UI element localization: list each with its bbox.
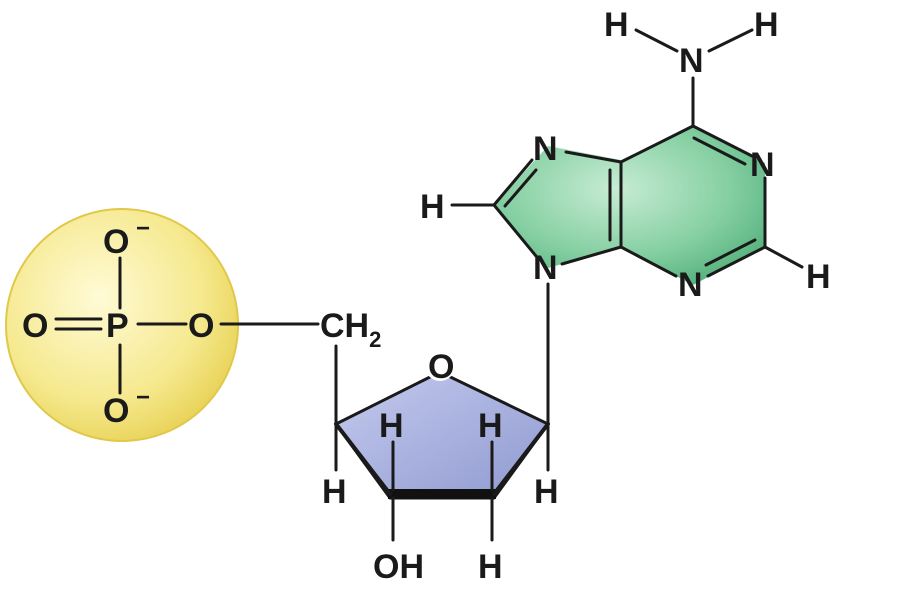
ring-o-bg [425,351,455,381]
bond-c2-n3-double [704,238,757,267]
bond-n-h-right [707,28,754,53]
base-h8: H [420,188,445,226]
bond-c6-n1-double [692,136,747,166]
phosphate-o-bottom-charge: − [136,384,150,411]
bond-c2-h [763,245,804,269]
phosphate-o-top-charge: − [136,215,150,242]
sugar-h-c1-down: H [534,473,559,511]
sugar-oh: OH [373,548,424,586]
sugar-ring-o: O [428,348,454,386]
phosphate-o-left: O [22,307,48,345]
sugar-h-c4-down: H [322,473,347,511]
bond-c5-c6 [619,124,695,164]
sugar-front-edge-left [334,422,392,496]
bond-c6-n1 [691,124,754,158]
sugar-h-c2-down: H [478,548,503,586]
bond-c2-n3 [706,245,767,278]
phosphate-o-right: O [188,307,214,345]
amino-h-right: H [754,6,779,44]
base-n3: N [678,266,703,304]
ch2-label: CH2 [320,307,381,352]
amino-n: N [679,42,704,80]
base-ring-fill [494,125,765,285]
sugar-h-c3-up: H [379,407,404,445]
sugar-h-c2-up: H [478,407,503,445]
sugar-front-edge-right [492,422,550,496]
base-h2: H [806,258,831,296]
phosphate-o-bottom: O [103,392,129,430]
bond-c8-n7 [492,158,534,207]
base-n9: N [533,249,558,287]
sugar-ring [334,370,550,500]
ch2-subscript: 2 [369,327,381,352]
bond-n9-c8 [492,203,538,258]
bond-n3-c4 [619,245,678,278]
base-n7: N [533,130,558,168]
amino-h-left: H [604,6,629,44]
phosphate-p: P [106,307,129,345]
bond-n-h-left [634,28,679,53]
base-n1: N [750,146,775,184]
bond-n7-c5 [564,150,623,164]
phosphate-o-top: O [103,223,129,261]
bond-c8-n7-double [503,168,538,208]
bond-c4-n9 [560,245,623,266]
ch2-c: CH [320,307,369,345]
